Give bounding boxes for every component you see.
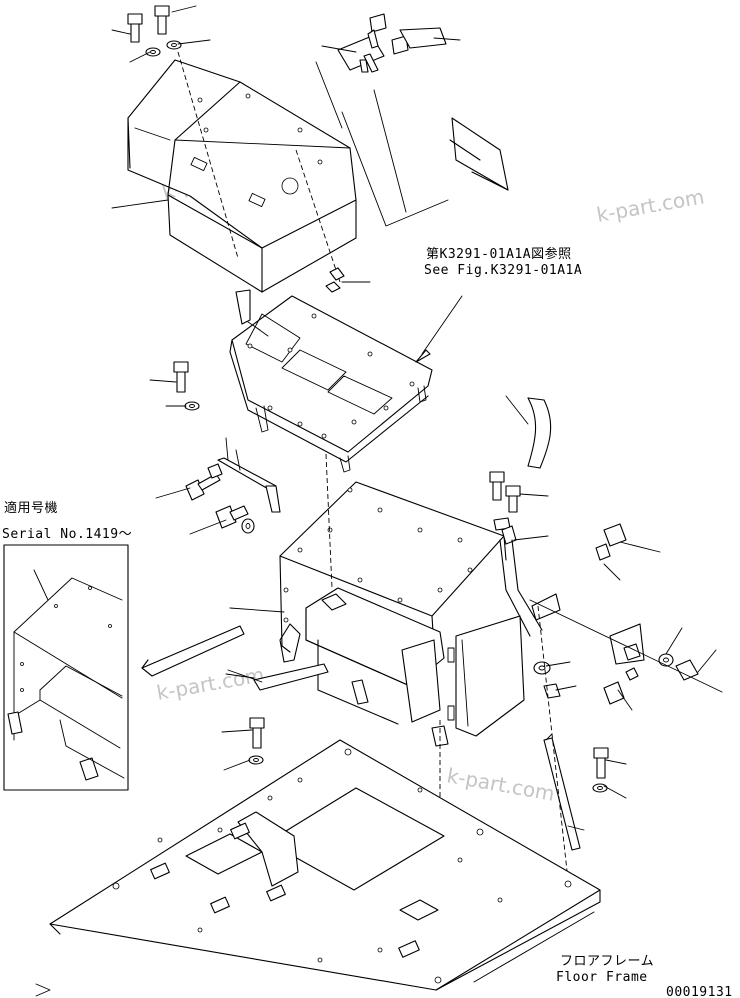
- vent-tube: [527, 397, 552, 469]
- battery-box: [279, 481, 525, 747]
- floor-frame-label-jp: フロアフレーム: [560, 954, 654, 969]
- ref-label-en: See Fig.K3291-01A1A: [424, 263, 582, 278]
- serial-label-jp: 適用号機: [4, 500, 58, 516]
- floor-frame: [49, 739, 601, 991]
- box-axis: [325, 453, 333, 589]
- cover-nut-axis: [295, 149, 341, 283]
- side-bracket: [217, 437, 281, 513]
- latch-parts: [337, 13, 509, 191]
- rod-axis: [537, 605, 569, 881]
- mount-plate: [229, 289, 433, 473]
- top-cover: [127, 59, 357, 293]
- ref-arrow-head: [415, 349, 431, 363]
- floor-frame-label-en: Floor Frame: [556, 970, 648, 985]
- serial-label-en: Serial No.1419～: [2, 527, 132, 542]
- bracket-bolts: [185, 463, 255, 534]
- plate-bolt: [173, 361, 200, 411]
- ref-label-jp: 第K3291-01A1A図参照: [426, 246, 572, 262]
- drawing-number: 00019131: [666, 985, 733, 998]
- watermark-3: k-part.com: [155, 662, 266, 705]
- hold-down-strap: [227, 663, 329, 691]
- cable-left-edge: [499, 539, 531, 637]
- floor-bolt-right: [592, 747, 609, 793]
- right-bolts: [489, 471, 521, 545]
- cover-bolt-axis: [177, 51, 239, 259]
- inset-pointer-head: [141, 659, 153, 677]
- floor-bolt-left: [248, 717, 265, 765]
- watermark-4: k-part.com: [445, 763, 556, 806]
- plate-nuts: [325, 267, 345, 293]
- cable-clamp: [531, 593, 561, 621]
- serial-inset: [3, 544, 129, 791]
- long-rod: [543, 733, 581, 851]
- top-bolts: [127, 5, 182, 57]
- watermark-2: k-part.com: [595, 184, 706, 227]
- cable-right-edge: [511, 539, 543, 631]
- leader-lines: [33, 5, 723, 997]
